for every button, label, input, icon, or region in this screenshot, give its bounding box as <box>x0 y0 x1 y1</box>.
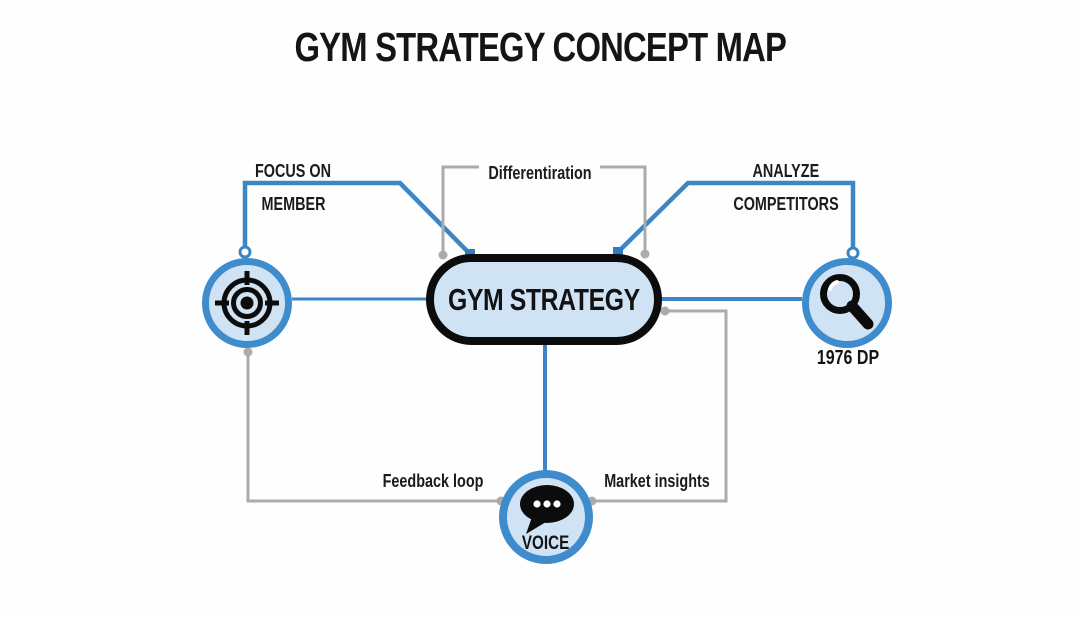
voice-label: VOICE <box>522 533 570 554</box>
label-feedback-loop: Feedback loop <box>382 471 484 491</box>
label-analyze-competitors: ANALYZE COMPETITORS <box>733 161 839 214</box>
connector-differentiation-left <box>438 165 479 260</box>
search-node-caption: 1976 DP <box>816 347 880 369</box>
magnifier-icon <box>820 274 874 330</box>
page-title: GYM STRATEGY CONCEPT MAP <box>294 24 786 70</box>
node-analyze-search[interactable] <box>802 258 892 348</box>
speech-bubble-icon <box>520 485 574 534</box>
label-differentiation: Differentiration <box>488 163 592 183</box>
label-market-insights: Market insights <box>604 471 710 491</box>
gym-strategy-label: GYM STRATEGY <box>448 281 640 317</box>
node-voice[interactable]: VOICE <box>499 470 593 564</box>
node-focus-target[interactable] <box>202 258 292 348</box>
target-icon <box>215 271 279 335</box>
connector-analyze-competitors <box>613 180 860 260</box>
label-focus-on-member: FOCUS ON MEMBER <box>254 161 332 214</box>
node-gym-strategy[interactable]: GYM STRATEGY <box>426 254 662 345</box>
connector-differentiation-right <box>600 165 650 259</box>
